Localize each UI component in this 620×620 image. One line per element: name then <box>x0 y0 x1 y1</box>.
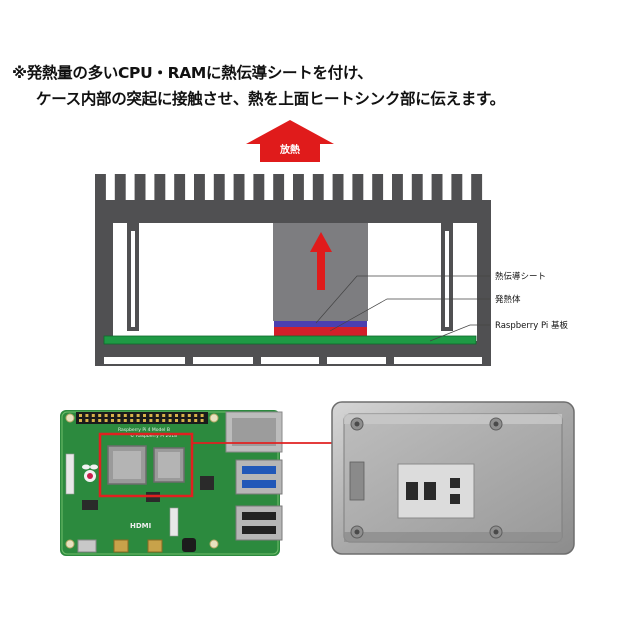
heat-flow-arrow-shaft <box>317 250 325 290</box>
label-heat-source: 発熱体 <box>495 294 521 305</box>
callouts: 熱伝導シート 発熱体 Raspberry Pi 基板 <box>315 271 568 342</box>
usb-controller-chip <box>200 476 214 490</box>
case-cross-section <box>95 174 491 366</box>
label-board: Raspberry Pi 基板 <box>495 320 568 331</box>
micro-hdmi-port-1 <box>113 539 129 553</box>
aluminum-case-interior-photo <box>331 401 575 555</box>
caption: ※発熱量の多いCPU・RAMに熱伝導シートを付け、 ケース内部の突起に接触させ、… <box>12 60 612 112</box>
support-post-1-gap <box>131 231 135 327</box>
bottom-plate-slot <box>104 357 482 364</box>
raspberry-pi-board-photo: Raspberry Pi 4 Model B © Raspberry Pi 20… <box>60 410 283 556</box>
pcb-board <box>103 335 477 345</box>
bottom-rib-3 <box>319 356 327 365</box>
usb-port-blue <box>235 459 283 495</box>
usb-c-power-port <box>77 539 97 553</box>
audio-jack <box>182 538 196 552</box>
bottom-rib-2 <box>253 356 261 365</box>
caption-line-1: ※発熱量の多いCPU・RAMに熱伝導シートを付け、 <box>12 64 373 82</box>
gpio-pins <box>79 414 204 422</box>
heat-release-label: 放熱 <box>279 143 300 156</box>
bottom-rib-4 <box>386 356 394 365</box>
hdmi-print: HDMI <box>130 522 151 530</box>
board-print-model: Raspberry Pi 4 Model B <box>118 427 170 433</box>
support-post-2-gap <box>445 231 449 327</box>
cpu-ram-highlight-box <box>98 432 194 498</box>
raspberry-logo-icon <box>82 464 98 482</box>
micro-hdmi-port-2 <box>147 539 163 553</box>
board-print-copyright: © Raspberry Pi 2018 <box>130 432 177 439</box>
usb-port-black <box>235 505 283 541</box>
bottom-rib-1 <box>185 356 193 365</box>
heat-source <box>274 327 367 336</box>
label-thermal-sheet: 熱伝導シート <box>495 271 546 282</box>
gpio-header <box>76 412 208 424</box>
thermal-sheet <box>274 321 367 327</box>
heat-release-arrow: 放熱 <box>246 120 334 162</box>
caption-line-2: ケース内部の突起に接触させ、熱を上面ヒートシンク部に伝えます。 <box>36 90 505 108</box>
heat-flow-arrow-head <box>310 232 332 252</box>
